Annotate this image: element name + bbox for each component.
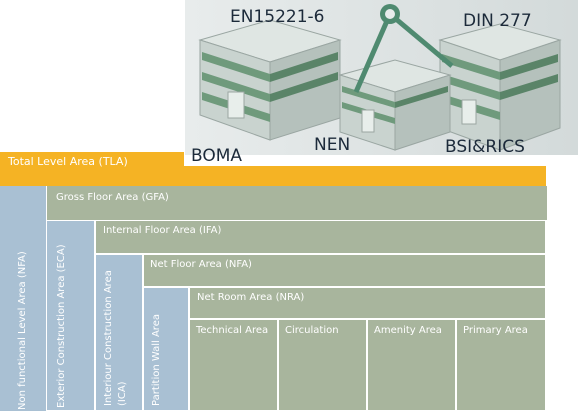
ica-column	[95, 254, 143, 411]
std-en15221: EN15221-6	[230, 7, 325, 27]
nra-row	[189, 287, 546, 319]
connector-lines	[353, 4, 454, 93]
nfa-label: Non functional Level Area (NFA)	[17, 251, 28, 410]
std-nen: NEN	[314, 135, 350, 155]
area-label-primary: Primary Area	[463, 325, 528, 336]
gfa-label: Gross Floor Area (GFA)	[56, 192, 169, 203]
area-label-amenity: Amenity Area	[374, 325, 442, 336]
partition-wall-column	[143, 287, 189, 411]
area-label-technical: Technical Area	[196, 325, 269, 336]
area-cell-primary	[456, 319, 546, 411]
std-boma: BOMA	[191, 146, 242, 166]
eca-column	[46, 220, 95, 411]
gfa-row	[46, 186, 547, 220]
tla-label: Total Level Area (TLA)	[8, 155, 128, 168]
net-floor-area-row	[143, 254, 546, 287]
tla-tab	[0, 152, 184, 166]
ifa-label: Internal Floor Area (IFA)	[103, 225, 222, 236]
std-din277: DIN 277	[463, 11, 532, 31]
tla-bar	[0, 166, 546, 186]
nra-label: Net Room Area (NRA)	[197, 292, 305, 303]
std-bsi-rics: BSI&RICS	[445, 137, 525, 157]
ica-label-line1: Interiour Construction Area	[103, 270, 114, 406]
nen-building-icon	[338, 59, 452, 151]
area-label-circulation: Circulation	[285, 325, 339, 336]
area-cell-amenity	[367, 319, 456, 411]
net-floor-area-label: Net Floor Area (NFA)	[150, 259, 252, 270]
ifa-row	[95, 220, 546, 254]
bsi-rics-building-icon	[438, 23, 562, 151]
eca-label: Exterior Construction Area (ECA)	[56, 244, 67, 408]
nfa-column	[0, 186, 46, 411]
boma-building-icon	[198, 19, 342, 141]
partition-wall-label: Partition Wall Area	[151, 314, 162, 406]
standards-logo-illustration: EN15221-6 DIN 277 BOMA NEN BSI&RICS	[185, 0, 578, 166]
ica-label-line2: (ICA)	[117, 381, 128, 406]
